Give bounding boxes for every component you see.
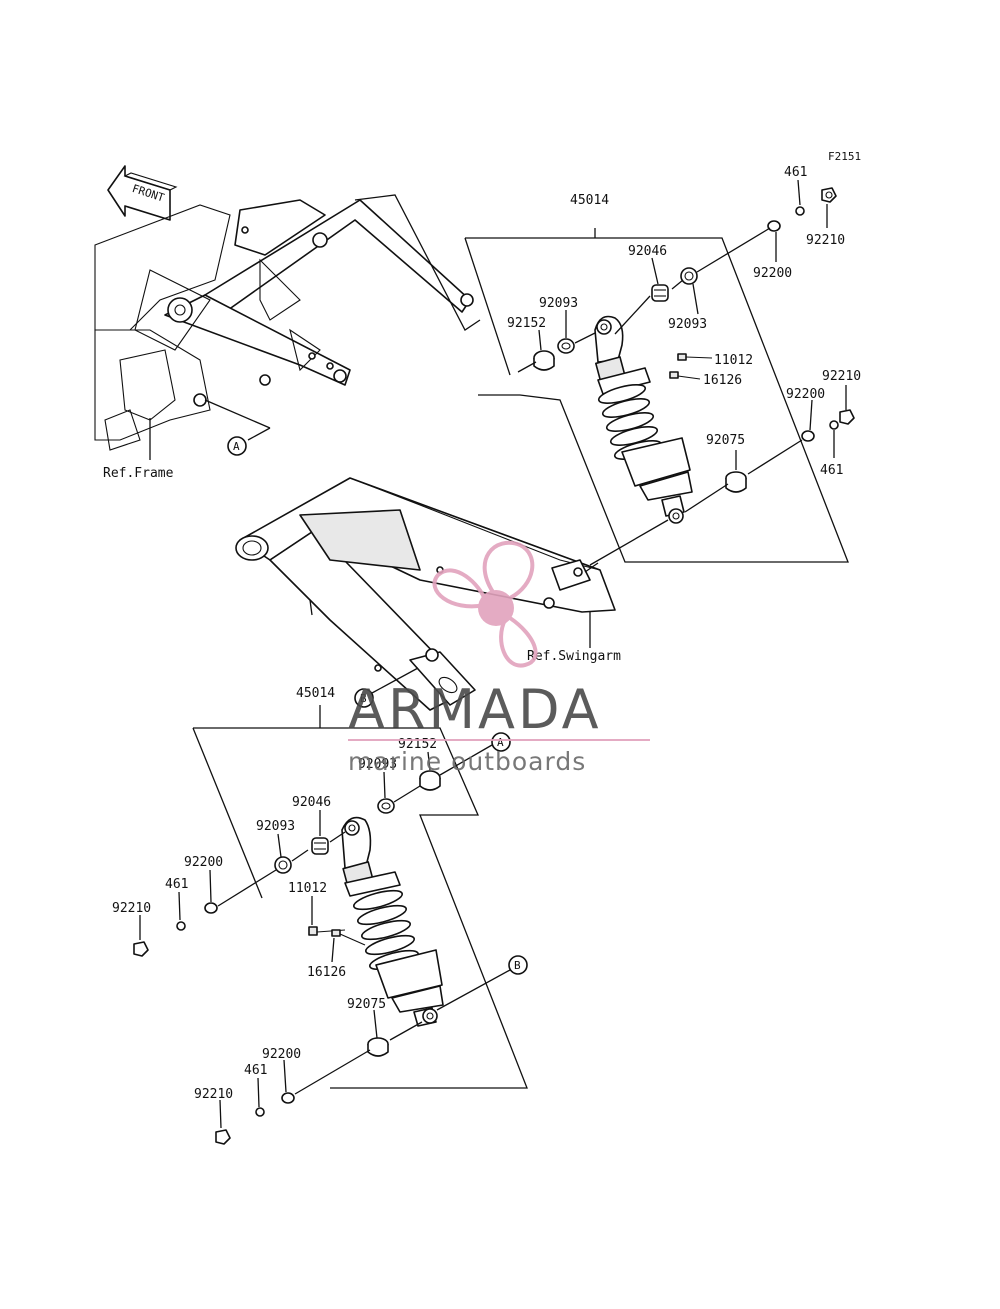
upper-label-461-top: 461 bbox=[784, 165, 807, 180]
upper-label-92200-top: 92200 bbox=[753, 266, 792, 281]
upper-label-92075: 92075 bbox=[706, 433, 745, 448]
armada-watermark: ARMADA marine outboards bbox=[348, 540, 650, 776]
upper-shock-box bbox=[464, 228, 849, 563]
lower-shock-part-number: 45014 bbox=[296, 686, 335, 701]
upper-shock-part-number: 45014 bbox=[570, 193, 609, 208]
upper-fitting-16126 bbox=[669, 371, 701, 380]
propeller-logo-icon bbox=[432, 540, 538, 668]
lower-label-461-bottom: 461 bbox=[244, 1063, 267, 1078]
upper-label-92210-mid: 92210 bbox=[822, 369, 861, 384]
lower-label-92093-left: 92093 bbox=[256, 819, 295, 834]
upper-cap-nut-92210-mid bbox=[839, 409, 855, 425]
upper-label-92093-right: 92093 bbox=[668, 317, 707, 332]
lower-axis-lines bbox=[139, 751, 511, 1129]
lower-label-16126: 16126 bbox=[307, 965, 346, 980]
lower-label-92093-top: 92093 bbox=[358, 757, 397, 772]
upper-label-92093-left: 92093 bbox=[539, 296, 578, 311]
watermark-tagline: marine outboards bbox=[348, 747, 586, 776]
lower-label-11012: 11012 bbox=[288, 881, 327, 896]
lower-sleeve-92152 bbox=[419, 770, 441, 791]
upper-seal-92093-left bbox=[557, 338, 575, 354]
frame-guide-line bbox=[354, 194, 481, 331]
lower-cap-nut-92210-bottom bbox=[215, 1129, 231, 1145]
upper-cap-nut-92210-top bbox=[821, 187, 837, 203]
figure-code: F2151 bbox=[828, 150, 861, 163]
ref-frame-label: Ref.Frame bbox=[103, 466, 174, 481]
lower-label-92200-bottom: 92200 bbox=[262, 1047, 301, 1062]
upper-shock-absorber bbox=[594, 315, 693, 524]
lower-label-92046: 92046 bbox=[292, 795, 331, 810]
lower-label-92210: 92210 bbox=[112, 901, 151, 916]
front-arrow-icon: FRONT bbox=[107, 165, 178, 221]
marker-b-swingarm: B bbox=[354, 667, 419, 708]
upper-washer-92200-mid bbox=[801, 430, 815, 442]
lower-bearing-92046 bbox=[311, 837, 329, 855]
lower-label-92075: 92075 bbox=[347, 997, 386, 1012]
upper-seal-92093-right bbox=[680, 267, 698, 285]
lower-shock-box bbox=[192, 705, 528, 1089]
lower-shock-absorber bbox=[341, 816, 444, 1027]
svg-text:B: B bbox=[514, 959, 521, 972]
upper-nut-461-mid bbox=[829, 420, 839, 430]
lower-nut-461 bbox=[176, 921, 186, 931]
svg-text:A: A bbox=[497, 736, 504, 749]
ref-swingarm-label: Ref.Swingarm bbox=[527, 649, 621, 664]
upper-label-16126: 16126 bbox=[703, 373, 742, 388]
marker-a-frame: A bbox=[227, 436, 247, 456]
upper-axis-lines bbox=[517, 179, 847, 566]
upper-washer-92200-top bbox=[767, 220, 781, 232]
watermark-brand: ARMADA bbox=[348, 678, 602, 741]
upper-label-92152: 92152 bbox=[507, 316, 546, 331]
lower-washer-92200 bbox=[204, 902, 218, 914]
svg-text:A: A bbox=[233, 440, 240, 453]
upper-label-11012: 11012 bbox=[714, 353, 753, 368]
upper-collar-92075 bbox=[725, 471, 747, 493]
marker-b-lower: B bbox=[508, 955, 528, 975]
lower-label-92200: 92200 bbox=[184, 855, 223, 870]
upper-nut-461-top bbox=[795, 206, 805, 216]
upper-label-461-mid: 461 bbox=[820, 463, 843, 478]
lower-collar-92075 bbox=[367, 1037, 389, 1057]
marker-a-lower: A bbox=[439, 732, 511, 776]
lower-washer-92200-bottom bbox=[281, 1092, 295, 1104]
lower-fitting-16126 bbox=[331, 929, 366, 946]
upper-label-92210-top: 92210 bbox=[806, 233, 845, 248]
svg-text:B: B bbox=[360, 692, 367, 705]
upper-sleeve-92152 bbox=[533, 350, 555, 371]
frame-drawing bbox=[94, 199, 474, 460]
upper-hardware bbox=[533, 187, 855, 493]
lower-cap-nut-92210 bbox=[133, 941, 149, 957]
upper-bearing-92046 bbox=[651, 284, 669, 302]
lower-seal-92093-left bbox=[274, 856, 292, 874]
upper-label-92046: 92046 bbox=[628, 244, 667, 259]
upper-label-92200-mid: 92200 bbox=[786, 387, 825, 402]
lower-nut-461-bottom bbox=[255, 1107, 265, 1117]
lower-seal-92093-top bbox=[377, 798, 395, 814]
lower-label-92210-bottom: 92210 bbox=[194, 1087, 233, 1102]
swingarm-drawing bbox=[235, 477, 616, 711]
upper-fitting-11012 bbox=[677, 353, 713, 361]
lower-hardware bbox=[133, 770, 441, 1145]
lower-label-461: 461 bbox=[165, 877, 188, 892]
